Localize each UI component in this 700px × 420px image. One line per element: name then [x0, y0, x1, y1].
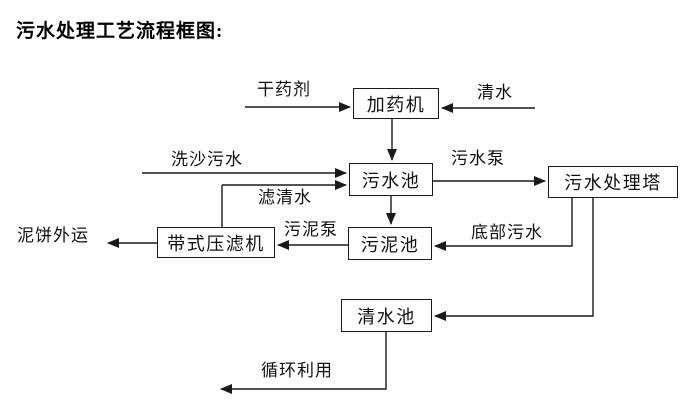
flow-label-sewage-pump: 污水泵: [451, 149, 505, 168]
node-label: 清水池: [357, 306, 416, 327]
node-label: 带式压滤机: [167, 233, 265, 254]
arrow-tower-to-clear-pool: [434, 198, 594, 321]
flow-label-sand-washing-sewage: 洗沙污水: [171, 150, 243, 169]
node-clear-water-pool: 清水池: [341, 299, 432, 332]
flow-label-filtered-water: 滤清水: [258, 188, 312, 207]
node-label: 污水处理塔: [564, 173, 662, 193]
flow-label-mud-cake-outbound: 泥饼外运: [17, 226, 89, 245]
flow-label-bottom-sewage: 底部污水: [471, 223, 543, 242]
node-belt-filter-press: 带式压滤机: [157, 227, 275, 258]
node-dosing-machine: 加药机: [353, 88, 439, 119]
flow-label-dry-chemical: 干药剂: [257, 80, 311, 99]
node-label: 加药机: [366, 94, 426, 115]
flow-label-clear-water: 清水: [477, 83, 513, 102]
flow-label-sludge-pump: 污泥泵: [284, 220, 338, 239]
node-label: 污水池: [361, 170, 421, 191]
arrow-bottom-sewage-to-sludge-pool: [434, 198, 573, 251]
node-sludge-pool: 污泥池: [348, 227, 432, 260]
node-treatment-tower: 污水处理塔: [548, 166, 678, 198]
page-title: 污水处理工艺流程框图:: [16, 21, 224, 42]
node-label: 污泥池: [360, 234, 420, 255]
flow-label-recycle-reuse: 循环利用: [261, 361, 333, 380]
arrow-clear-pool-to-recycle: [220, 332, 387, 394]
node-sewage-pool: 污水池: [349, 163, 433, 196]
